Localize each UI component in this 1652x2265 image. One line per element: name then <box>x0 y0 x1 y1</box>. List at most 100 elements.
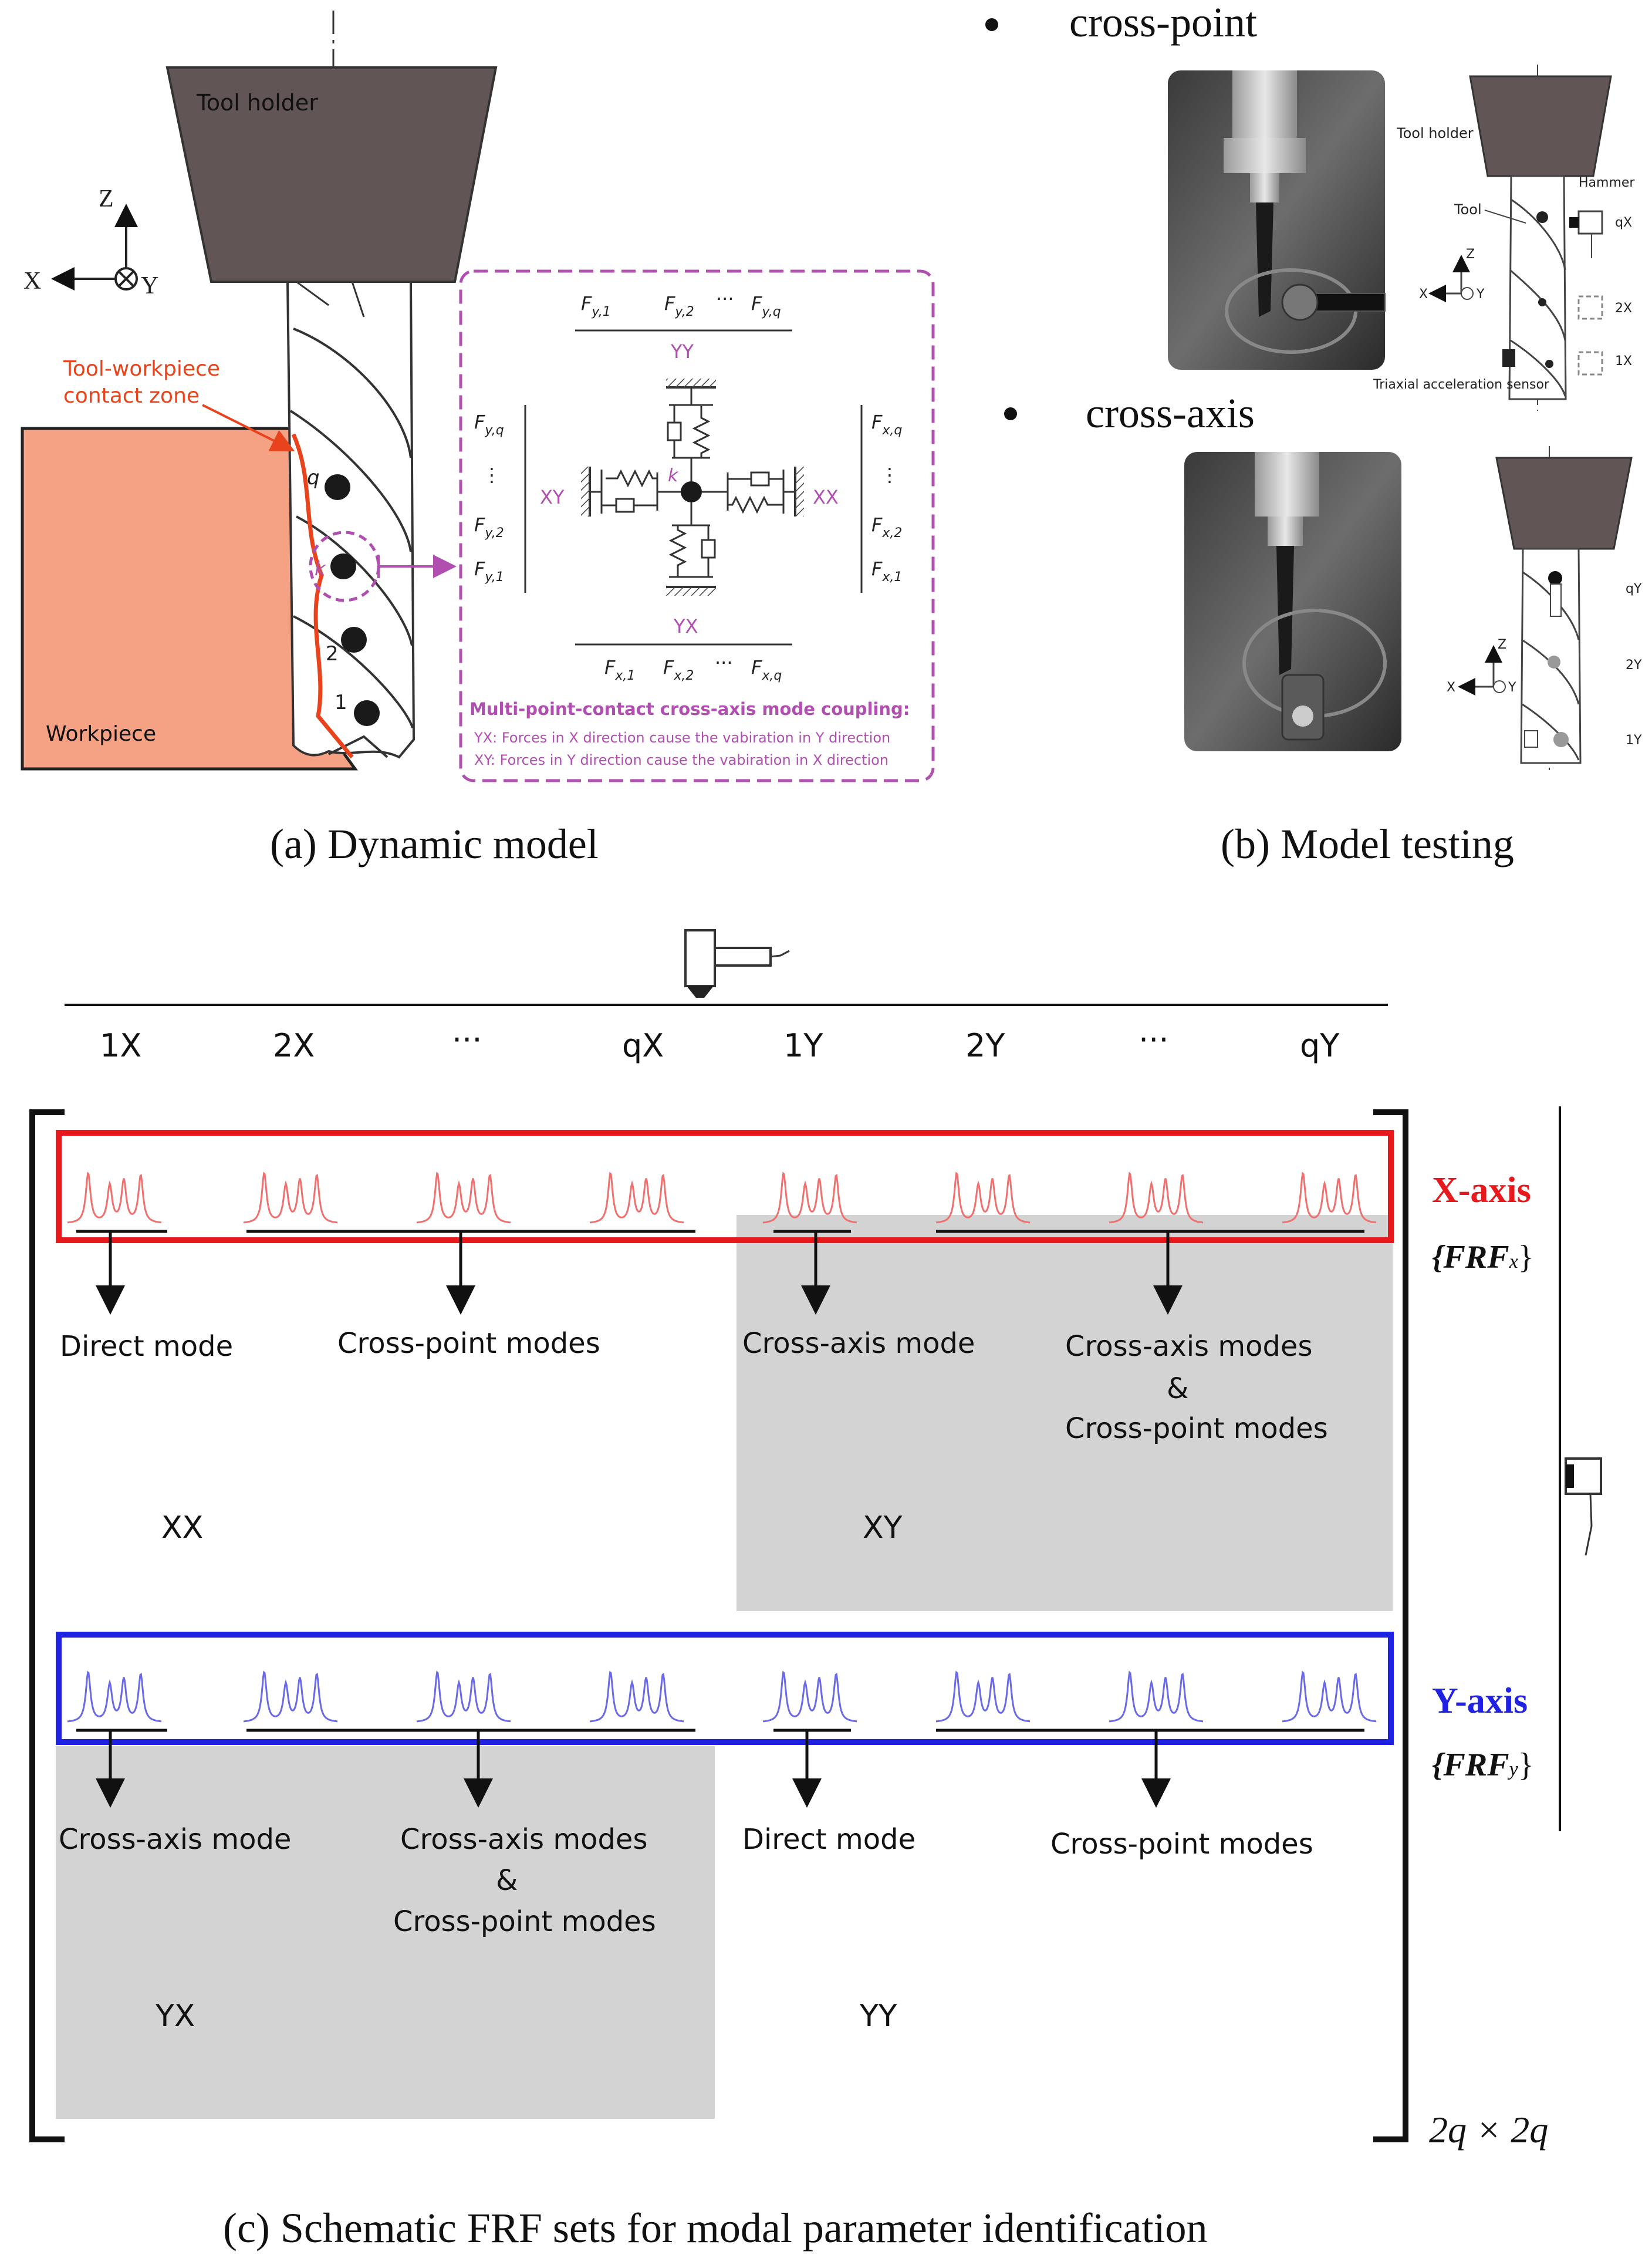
frf-curve <box>935 1172 1031 1224</box>
svg-text:Fy,q: Fy,q <box>474 411 504 438</box>
yx-label: YX <box>673 615 698 637</box>
x-cross-point-modes-2: Cross-point modes <box>1065 1412 1328 1445</box>
frf-curve <box>1282 1172 1377 1224</box>
col-qy: qY <box>1300 1027 1340 1064</box>
svg-text:Fx,q: Fx,q <box>871 411 902 438</box>
svg-text:⋮: ⋮ <box>482 464 501 486</box>
y-direct-mode: Direct mode <box>742 1823 915 1856</box>
contact-point-k <box>330 553 356 579</box>
block-yx: YX <box>155 1999 195 2034</box>
svg-text:Hammer: Hammer <box>1579 175 1635 190</box>
block-xy: XY <box>863 1510 903 1545</box>
y-cross-point-modes-2: Cross-point modes <box>1050 1828 1313 1861</box>
block-xx: XX <box>161 1510 203 1545</box>
frf-curve <box>589 1172 684 1224</box>
hammer-icon <box>684 929 790 998</box>
col-2x: 2X <box>273 1027 315 1064</box>
contact-zone-label-1: Tool-workpiece <box>63 357 220 381</box>
frf-curve <box>1109 1172 1204 1224</box>
frf-curve <box>1282 1670 1377 1723</box>
point-label-q: q <box>307 466 320 490</box>
svg-text:Fy,1: Fy,1 <box>474 558 504 585</box>
frf-y-set-label: {FRFy} <box>1432 1747 1534 1783</box>
point-label-1: 1 <box>335 691 347 714</box>
contact-point-q <box>325 474 350 500</box>
x-cross-point-modes: Cross-point modes <box>337 1327 600 1360</box>
coupling-inset: Fy,1 Fy,2 ··· Fy,q YY k <box>459 269 935 782</box>
yy-label: YY <box>670 340 694 363</box>
frf-curve <box>67 1172 162 1224</box>
svg-text:···: ··· <box>715 652 733 674</box>
frf-curve <box>243 1172 338 1224</box>
schematic-cross-point: Tool holder Tool Hammer qX 2X 1X Triaxia… <box>1373 65 1635 411</box>
svg-text:Tool holder: Tool holder <box>1396 125 1474 141</box>
svg-text:Triaxial acceleration sensor: Triaxial acceleration sensor <box>1373 377 1550 392</box>
y-axis-frf-curves <box>67 1670 1377 1723</box>
col-1y: 1Y <box>783 1027 823 1064</box>
x-cross-axis-modes: Cross-axis modes <box>1065 1330 1312 1363</box>
svg-text:Z: Z <box>1466 247 1475 262</box>
block-xy-shade <box>737 1215 1393 1611</box>
col-dots-y: ··· <box>1139 1021 1169 1058</box>
svg-text:Fy,2: Fy,2 <box>664 292 694 319</box>
svg-text:Fx,1: Fx,1 <box>604 656 635 683</box>
inset-title: Multi-point-contact cross-axis mode coup… <box>469 699 910 719</box>
x-axis-label: X-axis <box>1432 1170 1531 1210</box>
caption-c: (c) Schematic FRF sets for modal paramet… <box>223 2205 1207 2252</box>
frf-x-set-label: {FRFx} <box>1432 1239 1534 1275</box>
svg-text:Fx,2: Fx,2 <box>663 656 694 683</box>
svg-text:qX: qX <box>1615 215 1632 230</box>
matrix-size-label: 2q × 2q <box>1429 2109 1548 2151</box>
schematic-cross-axis: qY 2Y 1Y Z X Y <box>1447 446 1642 775</box>
svg-text:⋮: ⋮ <box>880 464 899 486</box>
svg-text:k: k <box>668 465 679 486</box>
svg-text:Fy,q: Fy,q <box>751 292 781 319</box>
block-yy: YY <box>859 1999 897 2034</box>
caption-a: (a) Dynamic model <box>270 821 599 867</box>
contact-point-1 <box>354 700 380 726</box>
inset-note-yx: YX: Forces in X direction cause the vabi… <box>474 730 890 746</box>
svg-text:1X: 1X <box>1615 354 1632 369</box>
svg-text:Fx,2: Fx,2 <box>871 514 902 541</box>
point-label-2: 2 <box>326 642 339 666</box>
svg-text:Fx,q: Fx,q <box>751 656 782 683</box>
panel-c-frf-sets: 1X 2X ··· qX 1Y 2Y ··· qY 2q × 2q X-axis… <box>29 929 1602 2252</box>
svg-text:1Y: 1Y <box>1626 733 1642 748</box>
panel-b-model-testing: cross-point cross-axis Tool holder Tool <box>985 0 1642 867</box>
panel-a-dynamic-model: Tool holder Workpiece q k 2 1 <box>21 11 935 867</box>
bullet-icon <box>1004 407 1017 420</box>
svg-text:Z: Z <box>1498 637 1506 652</box>
xx-label: XX <box>813 486 839 508</box>
point-label-k: k <box>315 558 326 580</box>
svg-text:2X: 2X <box>1615 301 1632 316</box>
coordinate-axes-icon: Z X Y <box>23 185 158 299</box>
col-2y: 2Y <box>965 1027 1005 1064</box>
accelerometer-icon <box>1565 1457 1602 1556</box>
svg-text:qY: qY <box>1626 582 1642 596</box>
col-dots-x: ··· <box>452 1021 482 1058</box>
svg-text:Fy,1: Fy,1 <box>581 292 611 319</box>
frf-curve <box>243 1670 338 1723</box>
caption-b: (b) Model testing <box>1221 821 1514 867</box>
frf-curve <box>762 1172 857 1224</box>
photo-cross-axis-setup <box>1184 452 1401 751</box>
tool-holder-shape <box>165 66 498 283</box>
svg-text:X: X <box>1419 287 1428 302</box>
svg-text:X: X <box>23 268 41 295</box>
col-qx: qX <box>622 1027 664 1064</box>
y-cross-axis-modes: Cross-axis modes <box>400 1823 647 1856</box>
svg-text:Y: Y <box>141 272 158 299</box>
frf-curve <box>416 1670 511 1723</box>
bullet-icon <box>985 18 998 31</box>
end-mill-tool <box>286 281 415 759</box>
frf-curve <box>935 1670 1031 1723</box>
block-yx-shade <box>56 1746 715 2119</box>
inset-note-xy: XY: Forces in Y direction cause the vabi… <box>474 752 889 768</box>
svg-text:X: X <box>1447 680 1455 695</box>
svg-text:Fy,2: Fy,2 <box>474 514 504 541</box>
frf-curve <box>67 1670 162 1723</box>
contact-point-2 <box>341 627 367 653</box>
x-ampersand: & <box>1167 1372 1188 1405</box>
bullet-cross-axis: cross-axis <box>1086 390 1255 437</box>
